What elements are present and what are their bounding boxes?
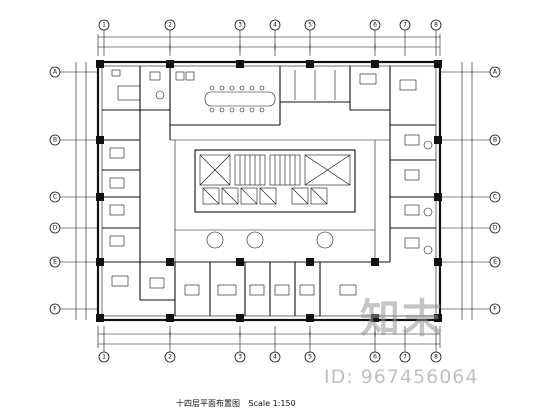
grid-label-bottom-2: 2 (168, 354, 172, 361)
grid-label-left-e: E (53, 259, 57, 266)
grid-label-left-a: A (53, 69, 58, 76)
grid-label-right-c: C (493, 194, 497, 201)
grid-label-bottom-7: 7 (403, 354, 407, 361)
watermark-logo: 知末 (360, 296, 444, 342)
grid-label-right-b: B (493, 137, 497, 144)
grid-label-left-d: D (53, 225, 58, 232)
grid-axis-lines (60, 30, 490, 352)
grid-label-right-f: F (493, 306, 497, 313)
drawing-caption: 十四层平面布置图 Scale 1:150 (176, 398, 302, 409)
grid-label-top-1: 1 (102, 22, 106, 29)
grid-label-top-7: 7 (403, 22, 407, 29)
side-dimension-lines (75, 62, 473, 320)
grid-bubbles-left: A B C D E F (49, 66, 61, 315)
grid-label-bottom-3: 3 (238, 354, 242, 361)
grid-label-top-6: 6 (373, 22, 377, 29)
top-dimension-lines (97, 34, 441, 56)
grid-label-bottom-4: 4 (273, 354, 277, 361)
grid-label-left-f: F (53, 306, 57, 313)
grid-label-left-b: B (53, 137, 57, 144)
grid-label-top-5: 5 (308, 22, 312, 29)
grid-label-bottom-8: 8 (434, 354, 438, 361)
grid-label-right-a: A (493, 69, 498, 76)
drawing-scale: Scale 1:150 (248, 399, 296, 408)
grid-label-top-2: 2 (168, 22, 172, 29)
grid-label-right-e: E (493, 259, 497, 266)
grid-label-bottom-6: 6 (373, 354, 377, 361)
grid-label-top-3: 3 (238, 22, 242, 29)
furniture (109, 69, 433, 296)
grid-label-top-4: 4 (273, 22, 277, 29)
grid-label-bottom-1: 1 (102, 354, 106, 361)
grid-bubbles-right: A B C D E F (489, 66, 501, 315)
watermark-id: ID: 967456064 (324, 366, 479, 388)
grid-bubbles-bottom: 1 2 3 4 5 6 7 8 (98, 351, 442, 363)
drawing-title: 十四层平面布置图 (176, 399, 240, 408)
grid-label-right-d: D (493, 225, 498, 232)
grid-label-left-c: C (53, 194, 57, 201)
grid-label-bottom-5: 5 (308, 354, 312, 361)
grid-bubbles-top: 1 2 3 4 5 6 7 8 (98, 19, 442, 31)
grid-label-top-8: 8 (434, 22, 438, 29)
exterior-walls (96, 60, 442, 322)
interior-partitions (102, 66, 436, 316)
